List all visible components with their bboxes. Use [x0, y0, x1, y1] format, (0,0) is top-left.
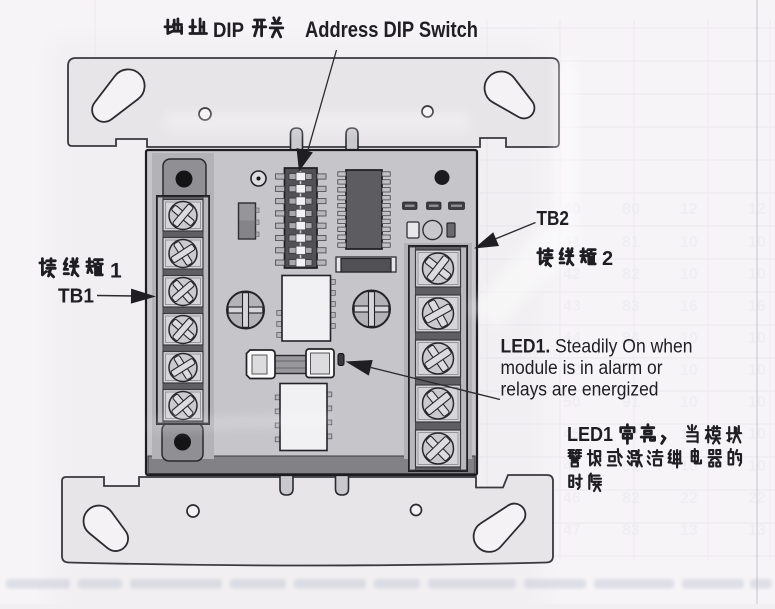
svg-text:2: 2	[602, 248, 613, 270]
svg-text:46: 46	[563, 490, 581, 507]
svg-text:DIP: DIP	[213, 18, 244, 42]
svg-text:81: 81	[622, 234, 640, 251]
svg-text:80: 80	[622, 201, 640, 218]
svg-text:13: 13	[680, 522, 698, 539]
svg-text:91: 91	[622, 394, 640, 411]
svg-text:10: 10	[680, 394, 698, 411]
svg-text:82: 82	[622, 266, 640, 283]
svg-text:92: 92	[563, 362, 581, 379]
svg-text:12: 12	[680, 201, 698, 218]
svg-text:10: 10	[680, 426, 698, 443]
svg-text:43: 43	[563, 298, 581, 315]
svg-text:22: 22	[680, 490, 698, 507]
svg-text:module is in alarm or: module is in alarm or	[501, 358, 664, 379]
svg-text:83: 83	[622, 522, 640, 539]
svg-text:10: 10	[680, 330, 698, 347]
svg-text:50: 50	[563, 394, 581, 411]
svg-text:84: 84	[622, 330, 640, 347]
svg-text:16: 16	[680, 298, 698, 315]
svg-text:10: 10	[680, 362, 698, 379]
svg-text:83: 83	[622, 298, 640, 315]
svg-text:1: 1	[110, 260, 122, 283]
svg-text:TB1: TB1	[58, 285, 94, 308]
svg-text:LED1. Steadily On when: LED1. Steadily On when	[501, 337, 693, 358]
svg-text:10: 10	[680, 266, 698, 283]
svg-text:42: 42	[563, 266, 581, 283]
svg-text:47: 47	[563, 522, 581, 539]
svg-text:10: 10	[680, 234, 698, 251]
svg-text:52: 52	[622, 362, 640, 379]
svg-text:TB2: TB2	[537, 208, 570, 230]
svg-text:LED1: LED1	[567, 423, 613, 446]
svg-text:Address DIP Switch: Address DIP Switch	[305, 17, 478, 42]
svg-text:44: 44	[563, 330, 581, 347]
svg-text:82: 82	[622, 490, 640, 507]
svg-text:relays are energized: relays are energized	[501, 380, 659, 401]
svg-text:45: 45	[563, 426, 581, 443]
